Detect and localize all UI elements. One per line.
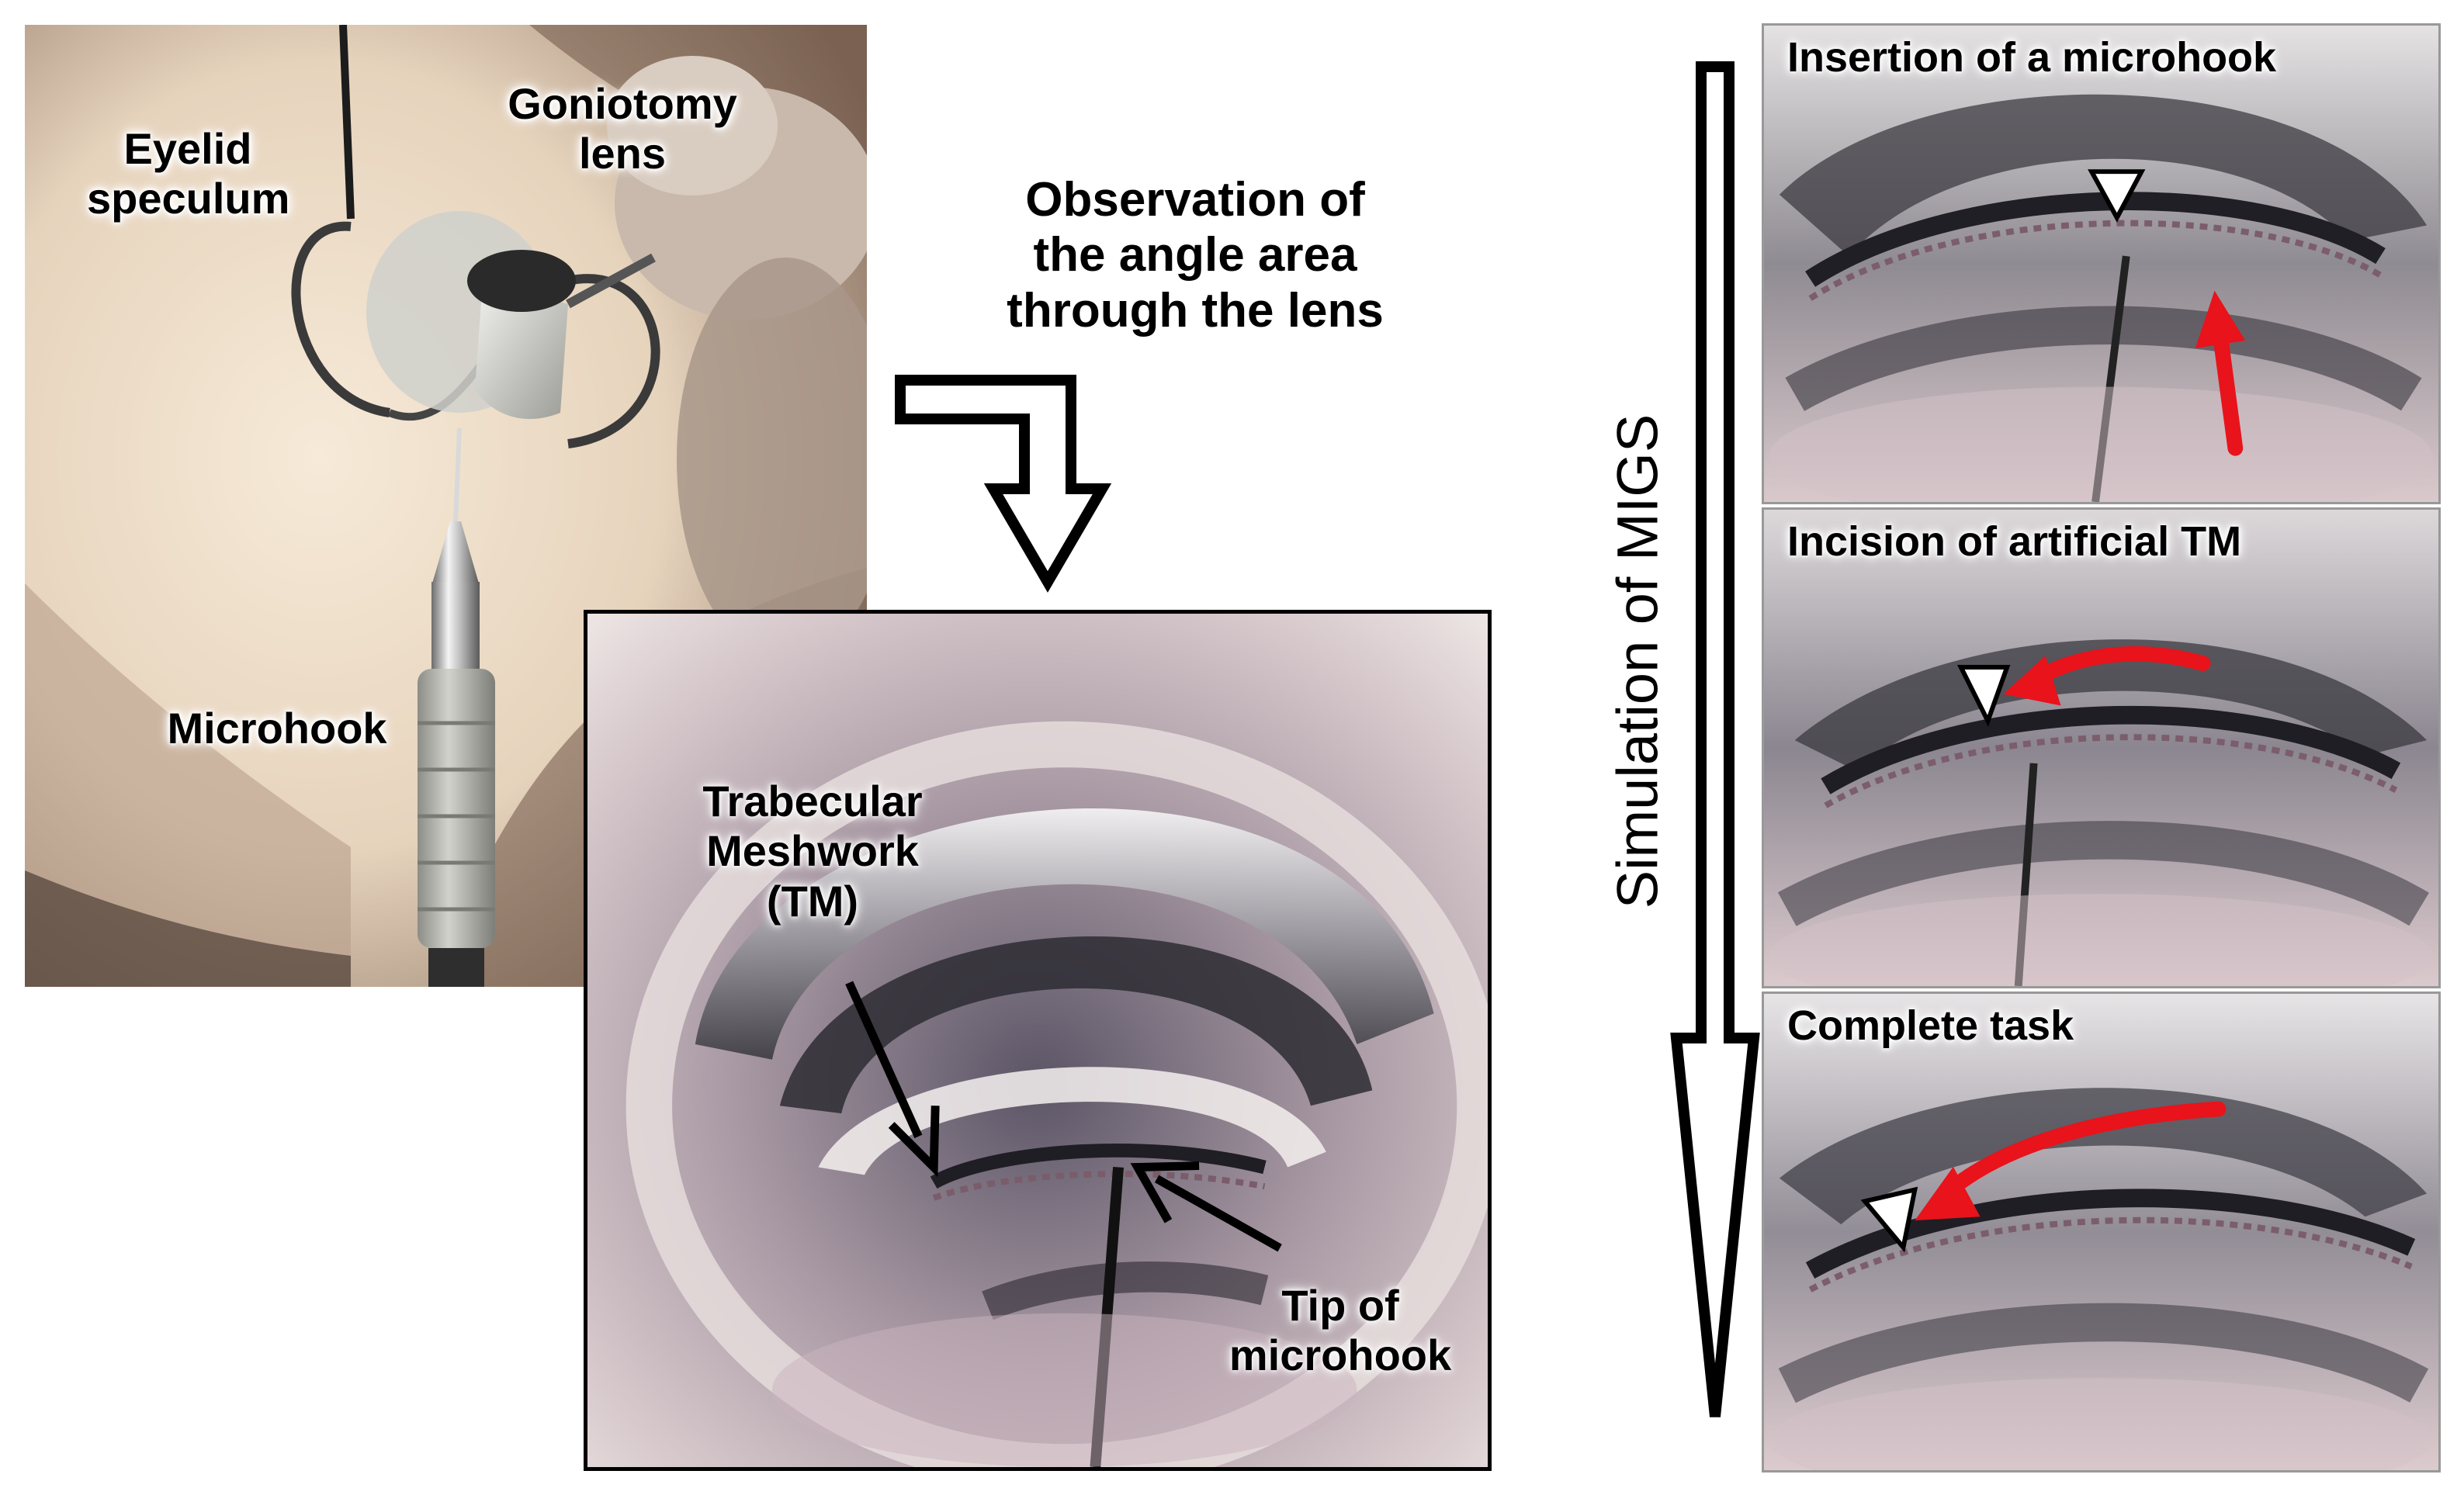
step-2-title: Incision of artificial TM — [1787, 518, 2242, 565]
label-goniotomy-lens: Goniotomy lens — [508, 79, 737, 178]
step-3-title: Complete task — [1787, 1002, 2074, 1049]
simulation-label: Simulation of MIGS — [1605, 414, 1670, 909]
step-2-red-arrow — [2003, 645, 2211, 706]
step-3-red-arrow — [1915, 1101, 2227, 1221]
angle-view-illustration — [587, 614, 1488, 1467]
tm-pointer-arrow — [845, 981, 940, 1178]
step-1-arrowhead-marker — [2088, 169, 2146, 223]
tip-pointer-arrow — [1130, 1161, 1282, 1252]
angle-view-photo: Trabecular Meshwork (TM) Tip of microhoo… — [584, 610, 1492, 1471]
step-1-markers — [2088, 169, 2246, 456]
label-tip-of-microhook: Tip of microhook — [1229, 1281, 1452, 1380]
step-3-illustration — [1764, 994, 2438, 1470]
simulation-vertical-arrow — [1670, 61, 1760, 1417]
step-2-arrowhead-marker — [1956, 665, 2011, 727]
step-3-markers — [1860, 1101, 2227, 1253]
step-1-red-arrow — [2195, 290, 2246, 456]
step-panel-insertion: Insertion of a microhook — [1762, 23, 2441, 504]
label-microhook: Microhook — [167, 704, 387, 753]
step-1-title: Insertion of a microhook — [1787, 34, 2277, 81]
step-2-markers — [1956, 645, 2211, 727]
pointer-arrows — [845, 981, 1282, 1252]
label-trabecular-meshwork: Trabecular Meshwork (TM) — [702, 777, 923, 926]
bent-hollow-arrow — [895, 375, 1112, 593]
step-panel-incision: Incision of artificial TM — [1762, 507, 2441, 988]
step-3-arrowhead-marker — [1860, 1186, 1918, 1253]
step-2-illustration — [1764, 510, 2438, 986]
step-panel-complete: Complete task — [1762, 991, 2441, 1473]
label-eyelid-speculum: Eyelid speculum — [87, 124, 290, 223]
observation-label: Observation of the angle area through th… — [1007, 173, 1384, 337]
